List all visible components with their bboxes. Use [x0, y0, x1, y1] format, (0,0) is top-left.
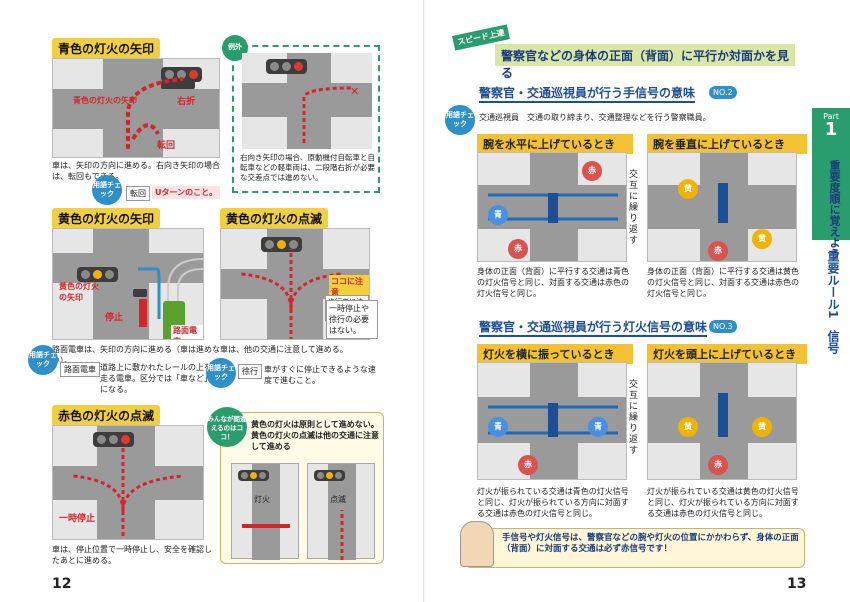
- tip-text: 手信号や灯火信号は、警察官などの腕や灯火の位置にかかわらず、身体の正面（背面）に…: [502, 533, 799, 554]
- panel-title: 灯火を頭上に上げているとき: [647, 344, 807, 364]
- tab-line1: 重要度順に覚えよう: [828, 160, 841, 259]
- label: 停止: [105, 313, 124, 323]
- panel-desc: 灯火が振られている交通は黄色の灯火信号と同じ、灯火が振られている方向に対面する交…: [647, 487, 799, 518]
- section-body: 車は、停止位置で一時停止し、安全を確認したあとに進める。: [52, 545, 212, 565]
- term: 転回: [126, 186, 150, 201]
- label: 一時停止: [59, 514, 96, 524]
- panel-title: 腕を水平に上げているとき: [477, 134, 633, 154]
- yellow-label: 黄: [678, 417, 698, 437]
- tab-line3: 信号: [826, 330, 840, 354]
- yellow-label: 黄: [752, 417, 772, 437]
- diagram-panel: 黄色の灯火の矢印 停止 路面電車: [52, 228, 204, 340]
- term-def: 道路上に敷かれたレールの上を走る電車。区分では「車など」になる。: [100, 363, 212, 394]
- note-box: 一時停止や徐行の必要はない。: [326, 300, 378, 339]
- blue-label: 青: [588, 417, 608, 437]
- alternate-label: 交互に繰り返す: [629, 170, 639, 246]
- compare-badge: みんなが間違えるのはココ！: [207, 407, 247, 447]
- red-label: 赤: [708, 241, 728, 261]
- diagram-panel: 青 赤 赤: [477, 152, 627, 262]
- instructor-avatar: [460, 521, 494, 567]
- tab-line2: 重要ルール1: [826, 250, 840, 319]
- exception-text: 右向き矢印の場合、原動機付自転車と自転車などの軽車両は、二段階右折が必要な交差点…: [240, 153, 375, 182]
- panel-desc: 灯火が振られている交通は青色の灯火信号と同じ、灯火が振られている方向に対面する交…: [477, 487, 629, 518]
- diagram-panel: 黄 黄 赤: [647, 152, 797, 262]
- page-number: 12: [52, 576, 72, 592]
- yougo-badge: 用語チェック: [28, 345, 58, 375]
- section-title: 黄色の灯火の点滅: [220, 208, 329, 229]
- traffic-light-icon: [161, 67, 202, 82]
- right-page: スピード上達 警察官などの身体の正面（背面）に平行か対面かを見る 警察官・交通巡…: [425, 0, 850, 602]
- diagram-panel: 青 青 赤: [477, 362, 627, 480]
- term-def: 車がすぐに停止できるような速度で進むこと。: [264, 365, 376, 385]
- compare-box: みんなが間違えるのはココ！ 黄色の灯火は原則として進めない。黄色の灯火の点滅は他…: [207, 407, 384, 564]
- officer-icon: [548, 403, 558, 437]
- red-label: 赤: [508, 239, 528, 259]
- label: 路面電車: [171, 325, 203, 339]
- section-body: 車は、矢印の方向に進める。右向き矢印の場合は、転回もできる。: [52, 161, 220, 181]
- blue-label: 青: [488, 205, 508, 225]
- panel-desc: 身体の正面（背面）に平行する交通は青色の灯火信号と同じ、対面する交通は赤色の灯火…: [477, 267, 629, 298]
- diagram-panel: 青色の灯火の矢印 右折 転回: [52, 58, 220, 158]
- exception-box: 例外 ✕ 右向き矢印の場合、原動機付自転車と自転車などの軽車両は、二段階右折が必…: [222, 35, 380, 193]
- officer-icon: [718, 183, 728, 223]
- label: 転回: [157, 141, 176, 151]
- label: 黄色の灯火の矢印: [59, 282, 99, 302]
- panel-title: 灯火を横に振っているとき: [477, 344, 633, 364]
- section-no: NO.2: [709, 86, 737, 99]
- officer-icon: [718, 393, 728, 437]
- label: 右折: [177, 97, 196, 107]
- label: 青色の灯火の矢印: [73, 96, 137, 105]
- section-title: 青色の灯火の矢印: [52, 38, 161, 59]
- page-number: 13: [787, 576, 807, 592]
- section-title: 警察官・交通巡視員が行う手信号の意味: [479, 84, 696, 103]
- side-tab: Part 1: [812, 108, 850, 240]
- officer-icon: [548, 193, 558, 223]
- blue-label: 青: [488, 417, 508, 437]
- yougo-badge: 用語チェック: [445, 105, 475, 135]
- diagram-panel: 一時停止: [52, 425, 204, 540]
- term-def: 交通巡視員 交通の取り締まり、交通整理などを行う警察職員。: [479, 113, 711, 122]
- term-def: Uターンのこと。: [152, 186, 221, 199]
- turn-arrows: [126, 77, 184, 149]
- yougo-badge: 用語チェック: [92, 175, 122, 205]
- panel-title: 腕を垂直に上げているとき: [647, 134, 807, 154]
- section-title: 黄色の灯火の矢印: [52, 208, 161, 229]
- tip-box: 手信号や灯火信号は、警察官などの腕や灯火の位置にかかわらず、身体の正面（背面）に…: [460, 521, 805, 568]
- label: 点滅: [330, 495, 346, 504]
- red-label: 赤: [518, 455, 538, 475]
- term: 路面電車: [60, 362, 100, 377]
- left-page: 青色の灯火の矢印 青色の灯火の矢印 右折 転回 車は、矢印の方向に進める。右向き…: [28, 35, 384, 592]
- yougo-badge: 用語チェック: [206, 358, 236, 388]
- term: 徐行: [238, 364, 262, 379]
- tab-num: 1: [824, 119, 838, 140]
- section-body: 路面電車は、矢印の方向に進める（車は進めない）。: [52, 345, 220, 365]
- section-body: 車は、他の交通に注意して進める。: [220, 345, 348, 354]
- yellow-label: 黄: [752, 229, 772, 249]
- prohibit-icon: ✕: [350, 85, 360, 98]
- compare-text: 黄色の灯火は原則として進めない。黄色の灯火の点滅は他の交通に注意して進める: [251, 420, 379, 451]
- panel-desc: 身体の正面（背面）に平行する交通は黄色の灯火信号と同じ、対面する交通は赤色の灯火…: [647, 267, 799, 298]
- red-label: 赤: [708, 455, 728, 475]
- diagram-panel: 黄 黄 赤: [647, 362, 797, 480]
- tab-part: Part: [823, 112, 839, 121]
- main-title: 警察官などの身体の正面（背面）に平行か対面かを見る: [495, 44, 795, 80]
- section-title: 警察官・交通巡視員が行う灯火信号の意味: [479, 318, 708, 337]
- alternate-label: 交互に繰り返す: [629, 380, 639, 456]
- section-no: NO.3: [709, 320, 737, 333]
- yellow-label: 黄: [678, 179, 698, 199]
- label: 灯火: [254, 495, 270, 504]
- red-label: 赤: [582, 161, 602, 181]
- section-title: 赤色の灯火の点滅: [52, 405, 161, 426]
